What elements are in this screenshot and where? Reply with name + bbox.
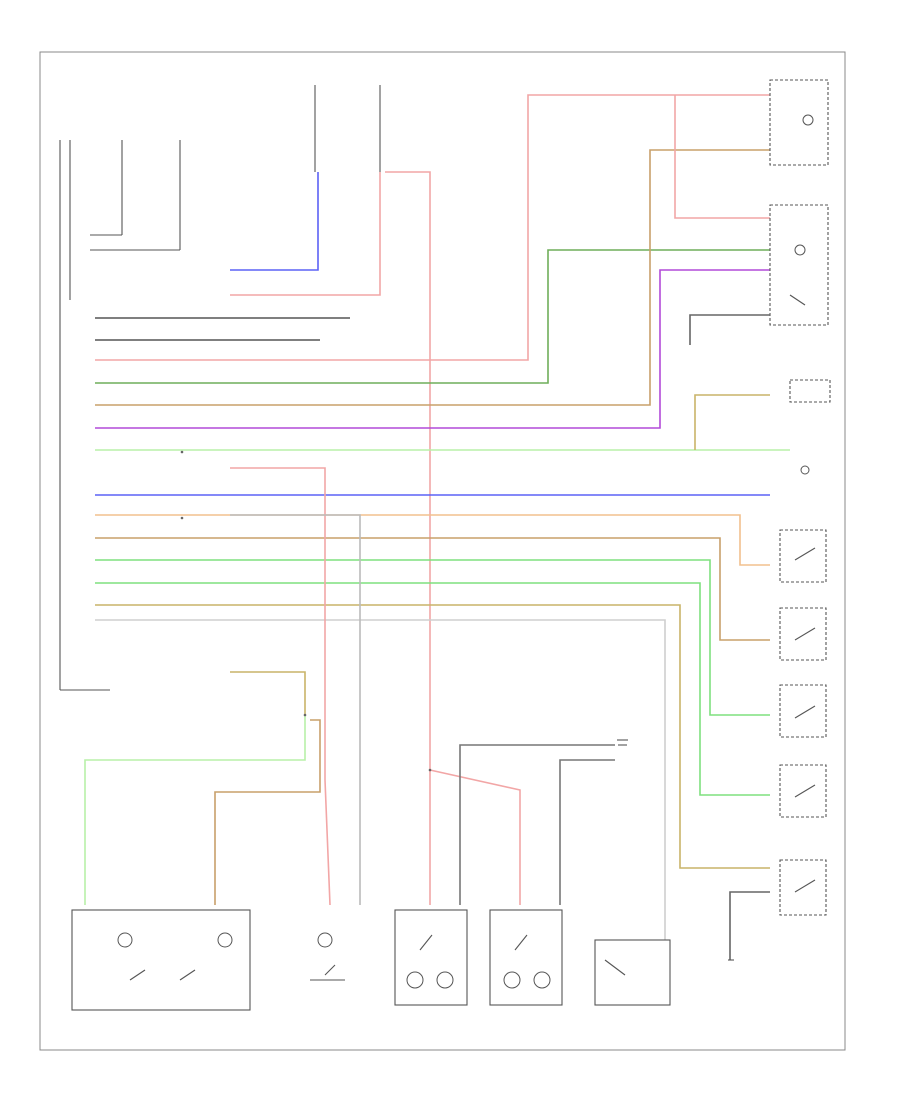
lamp-icon xyxy=(802,114,814,126)
wire-lt-green-dome xyxy=(84,715,306,905)
key-reminder-switch xyxy=(769,204,829,326)
door-lock-switch xyxy=(779,859,827,916)
fuse-source-group-left xyxy=(69,140,181,300)
dome-lamp-box xyxy=(71,909,251,1011)
wire-orange-1 xyxy=(95,514,770,566)
trunk-lamp-box xyxy=(594,939,671,1006)
fuse-source-hot-at-all-times xyxy=(314,85,381,172)
left-personal-lamp xyxy=(394,909,468,1006)
wire-brown xyxy=(95,149,770,406)
rear-lamp xyxy=(310,932,345,981)
wire-olive-chime xyxy=(694,394,770,450)
bulb-icon xyxy=(317,932,333,948)
bulb-icon xyxy=(406,971,424,989)
bulb-icon xyxy=(436,971,454,989)
chime-component xyxy=(789,379,831,403)
wire-olive-dome xyxy=(230,671,306,715)
ground-symbols xyxy=(617,739,628,746)
personal-lamp-box-left xyxy=(394,909,468,1006)
trunk-lamp xyxy=(594,939,671,1006)
wire-black-personal xyxy=(459,744,615,905)
left-front-door-switch xyxy=(779,684,827,738)
wire-purple xyxy=(95,269,770,429)
interior-lamp-component xyxy=(769,79,829,166)
wire-brown-2 xyxy=(95,537,770,641)
wire-red-top xyxy=(95,94,770,361)
connector-dots xyxy=(180,450,432,772)
wire-green-2 xyxy=(95,582,770,796)
wire-red-rear xyxy=(230,467,331,906)
personal-lamp-box-right xyxy=(489,909,563,1006)
wire-red-key xyxy=(674,95,770,219)
wire-green-1 xyxy=(95,559,770,716)
bulb-icon xyxy=(217,932,233,948)
instrument-lamp-icon xyxy=(800,465,810,475)
bulb-icon xyxy=(533,971,551,989)
right-front-door-switch xyxy=(779,764,827,818)
wire-blue-fuse xyxy=(230,172,319,271)
bulb-icon xyxy=(503,971,521,989)
right-personal-lamp xyxy=(489,909,563,1006)
dome-lamp xyxy=(71,909,251,1011)
right-rear-door-switch xyxy=(779,607,827,661)
wire-red-fuse xyxy=(230,172,381,296)
door-switch-group xyxy=(779,529,827,916)
bulb-icon xyxy=(117,932,133,948)
wire-grey xyxy=(95,619,666,940)
diagram-border xyxy=(39,51,846,1051)
left-rear-door-switch xyxy=(779,529,827,583)
wire-olive xyxy=(95,604,770,869)
key-cylinder-icon xyxy=(794,244,806,256)
wire-brown-dome xyxy=(214,719,321,905)
wire-green-key xyxy=(95,249,770,384)
